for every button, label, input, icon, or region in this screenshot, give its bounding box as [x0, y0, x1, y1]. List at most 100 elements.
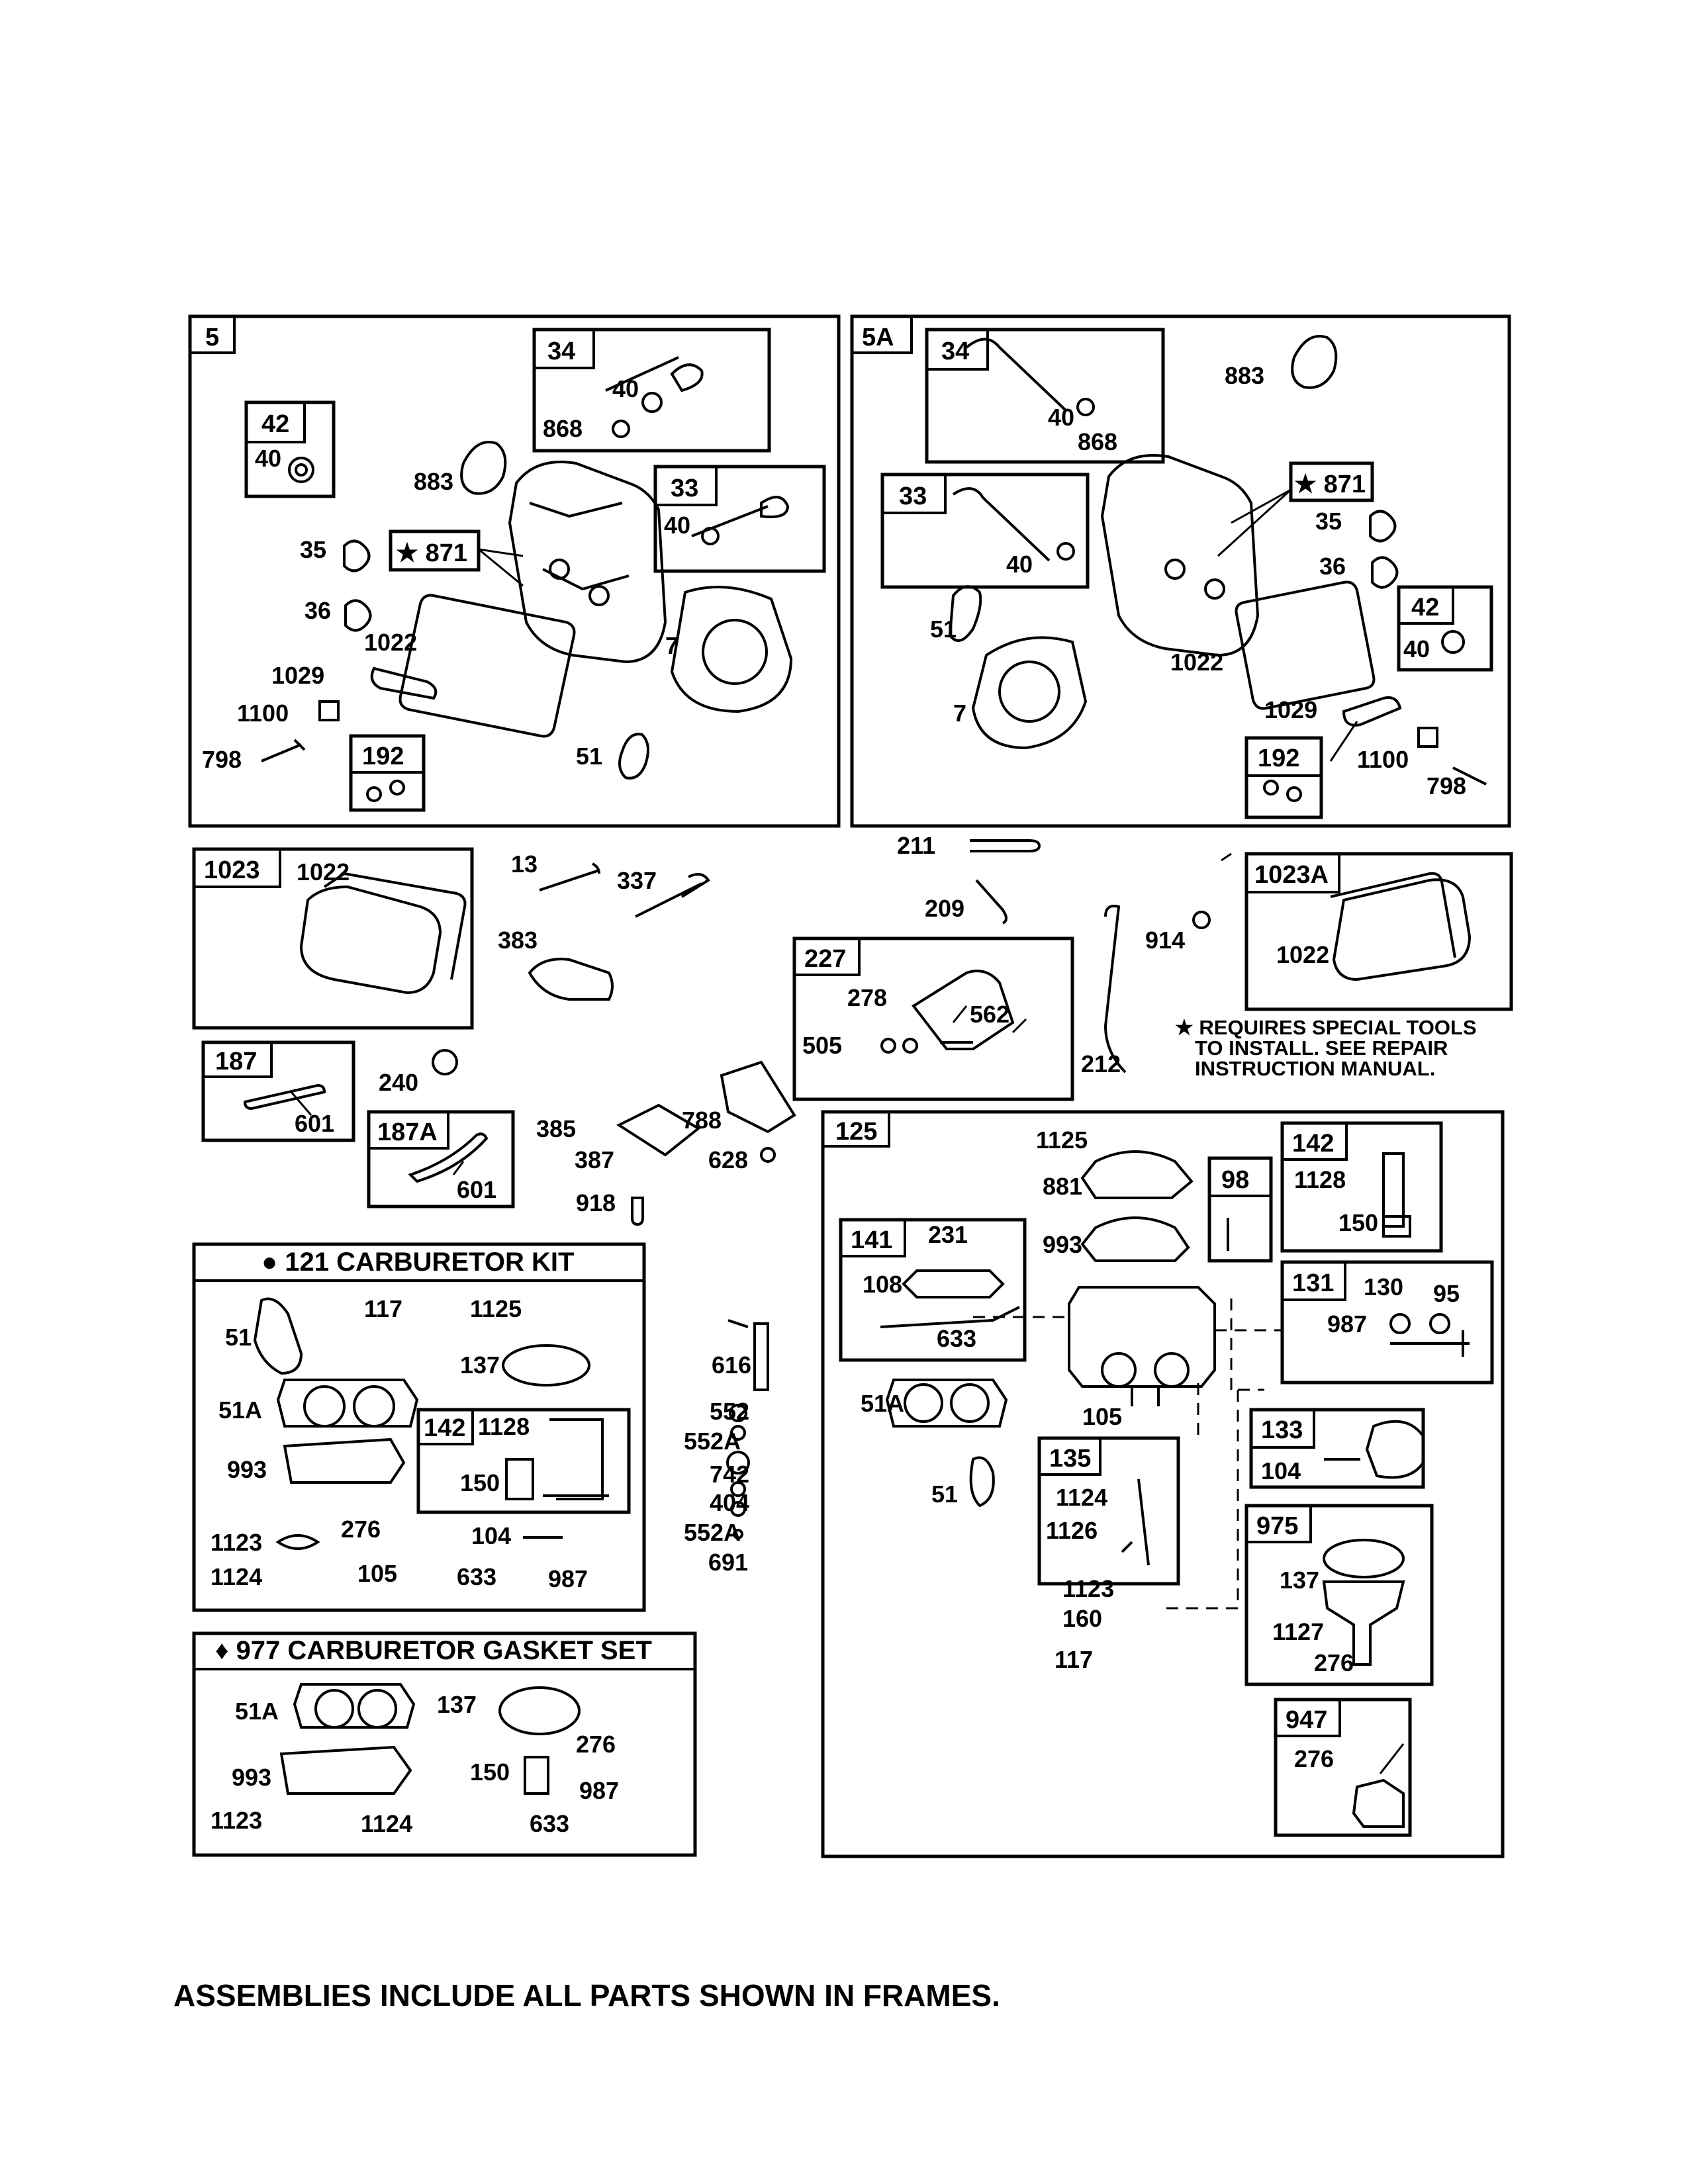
frame-label: 5A — [862, 324, 894, 351]
callout: 987 — [548, 1565, 588, 1592]
frame-label: 947 — [1286, 1706, 1327, 1734]
part-drawings — [243, 335, 1487, 1828]
callout: 385 — [536, 1115, 576, 1142]
gasket-set-title: ♦ 977 CARBURETOR GASKET SET — [215, 1636, 652, 1665]
cylinder-head-left-drawing — [508, 461, 667, 664]
frame-947 — [1274, 1698, 1412, 1837]
callout: 117 — [364, 1295, 402, 1322]
callout: 276 — [341, 1516, 381, 1543]
assemblies-footnote: ASSEMBLIES INCLUDE ALL PARTS SHOWN IN FR… — [173, 1978, 1000, 2013]
callout: 51A — [861, 1390, 904, 1417]
callout: 993 — [232, 1764, 271, 1791]
valve-cover-1023a-drawing — [1332, 878, 1472, 981]
frame-label: 192 — [1258, 745, 1299, 772]
frame-label: 975 — [1256, 1512, 1298, 1540]
callout: 691 — [708, 1549, 748, 1576]
special-tools-note: ★ REQUIRES SPECIAL TOOLS TO INSTALL. SEE… — [1175, 1017, 1477, 1079]
frame-label: 34 — [941, 338, 969, 365]
frame-33-left — [653, 465, 826, 573]
callout: 40 — [612, 375, 639, 402]
callout: 742 — [710, 1461, 749, 1488]
callout: 278 — [847, 984, 887, 1011]
frame-121 — [192, 1242, 646, 1612]
callout: 1124 — [211, 1563, 262, 1590]
callout: 1126 — [1046, 1517, 1098, 1544]
frame-227 — [792, 936, 1074, 1101]
callout: 337 — [617, 867, 657, 894]
callout: 40 — [1403, 635, 1430, 662]
frame-label: 133 — [1261, 1416, 1303, 1444]
callout: 104 — [471, 1522, 511, 1549]
callout: 633 — [457, 1563, 496, 1590]
callout: 552A — [684, 1519, 741, 1546]
frame-label: ★ 871 — [1294, 471, 1366, 498]
frame-label: 187A — [377, 1118, 438, 1146]
callout: 1022 — [1276, 941, 1329, 968]
callout: 51 — [931, 1480, 958, 1508]
callout: 1022 — [1170, 649, 1223, 676]
callout: 276 — [1294, 1745, 1334, 1772]
bracket-227-drawing — [912, 970, 1015, 1050]
callout: 914 — [1145, 927, 1185, 954]
callout: 1124 — [1056, 1484, 1107, 1511]
callout: 105 — [1082, 1403, 1122, 1430]
frame-label: 5 — [205, 324, 219, 351]
carburetor-kit-title: ● 121 CARBURETOR KIT — [261, 1248, 574, 1277]
callout: 552 — [710, 1398, 749, 1425]
callout: 1125 — [1036, 1126, 1088, 1154]
frame-label: 98 — [1221, 1166, 1249, 1194]
callout: 633 — [937, 1325, 976, 1352]
frame-label: 33 — [671, 475, 698, 502]
frame-187 — [201, 1040, 355, 1142]
frame-5 — [188, 314, 841, 828]
frame-135 — [1037, 1436, 1180, 1586]
frame-label: 34 — [547, 338, 575, 365]
callout: 40 — [664, 512, 690, 539]
special-tools-line: ★ REQUIRES SPECIAL TOOLS — [1175, 1016, 1477, 1039]
callout: 51A — [218, 1396, 262, 1424]
callout: 633 — [530, 1810, 569, 1837]
frames — [188, 314, 1513, 1858]
callout: 1128 — [1294, 1166, 1346, 1193]
callout: 798 — [1427, 772, 1466, 799]
callout: 1029 — [271, 662, 324, 689]
frame-label: 187 — [215, 1048, 257, 1075]
callout: 13 — [511, 850, 538, 878]
frame-label: 142 — [1292, 1130, 1334, 1158]
frame-871-left — [389, 529, 481, 572]
frame-label: 1023A — [1254, 861, 1329, 889]
callout: 1123 — [211, 1807, 262, 1834]
callout: 1123 — [1062, 1575, 1114, 1602]
callout: 117 — [1055, 1646, 1093, 1673]
callout: 601 — [457, 1176, 496, 1203]
callout: 212 — [1081, 1050, 1121, 1077]
callout: 1123 — [211, 1529, 262, 1556]
callout: 788 — [682, 1107, 722, 1134]
cylinder-head-right-drawing — [1100, 454, 1260, 657]
frame-label: 227 — [804, 945, 846, 973]
callout: 276 — [1314, 1649, 1354, 1676]
frame-33-right — [880, 473, 1090, 589]
special-tools-line: TO INSTALL. SEE REPAIR — [1195, 1036, 1448, 1060]
callout: 36 — [305, 597, 331, 624]
frame-label: 131 — [1292, 1269, 1334, 1297]
callout: 1127 — [1272, 1618, 1324, 1645]
carburetor-body-drawing — [1068, 1286, 1216, 1388]
frame-141 — [839, 1218, 1027, 1362]
frame-label: 142 — [424, 1414, 465, 1442]
callout: 1100 — [237, 700, 289, 727]
gasket-1022-right-drawing — [1235, 580, 1376, 710]
callout: 1100 — [1357, 746, 1409, 773]
callout: 137 — [437, 1691, 477, 1718]
callout: 987 — [1327, 1310, 1367, 1338]
callout: 137 — [1280, 1567, 1319, 1594]
frame-label: ★ 871 — [396, 539, 467, 567]
frame-1023 — [192, 847, 474, 1030]
frame-label: 42 — [1411, 594, 1439, 621]
callout: 987 — [579, 1777, 619, 1804]
frame-1023a — [1244, 852, 1513, 1011]
callout: 240 — [379, 1069, 418, 1096]
callout: 918 — [576, 1189, 616, 1216]
frame-label-boxes — [189, 315, 1454, 1737]
